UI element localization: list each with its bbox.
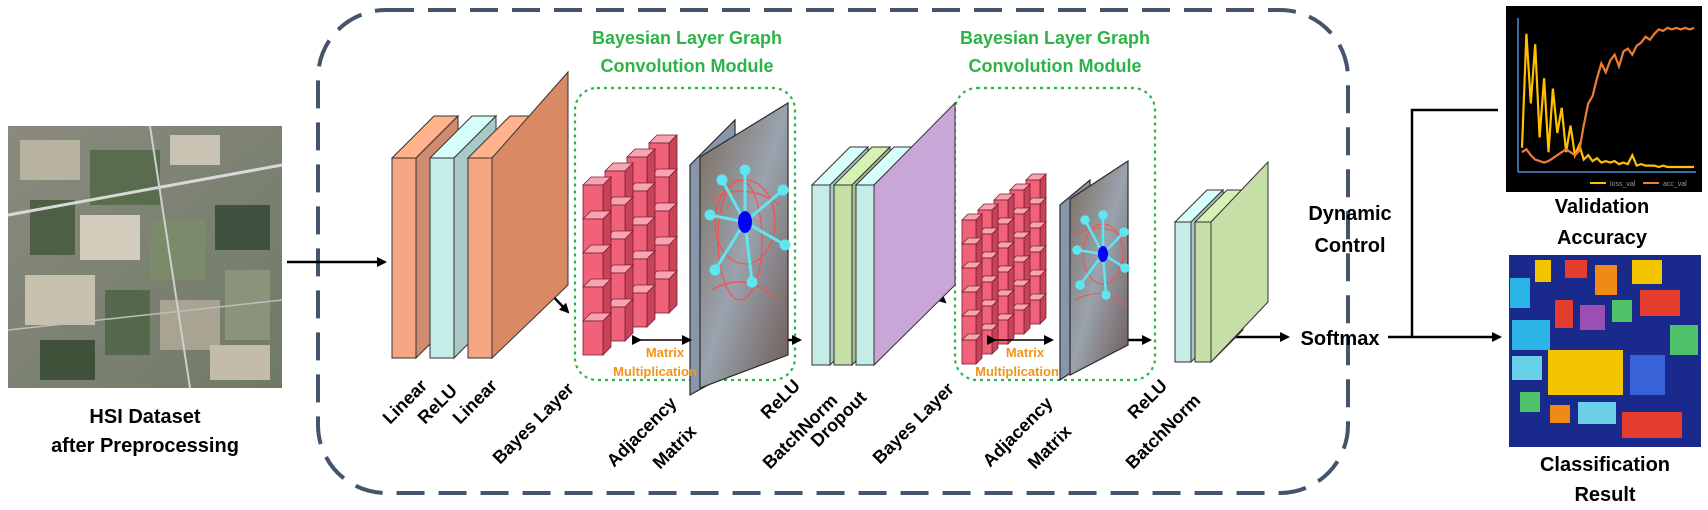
- graph-image-1: [689, 101, 791, 397]
- adjacency-matrix-2: [961, 173, 1047, 365]
- label-bayes-2: Bayes Layer: [869, 379, 958, 468]
- legend-loss: loss_val: [1610, 181, 1636, 188]
- series-line-acc_val: [1521, 26, 1695, 164]
- bayes-layer-face-1: [491, 70, 569, 360]
- input-label-line2: after Preprocessing: [51, 435, 239, 457]
- matrix-cell: [961, 285, 983, 317]
- dynamic-control-line: [1410, 108, 1498, 337]
- matrix-cell: [582, 210, 612, 254]
- dynamic-control-line1: Dynamic: [1308, 203, 1391, 225]
- mm-1-line1: Matrix: [646, 345, 685, 360]
- module-box-2: [953, 86, 1157, 382]
- mm-1-line2: Multiplication: [613, 364, 697, 379]
- series-line-loss_val: [1520, 33, 1694, 169]
- module-1-title-line1: Bayesian Layer Graph: [592, 28, 782, 48]
- softmax-label: Softmax: [1301, 328, 1380, 350]
- classification-map: [1509, 255, 1701, 447]
- matrix-cell: [582, 244, 612, 288]
- model-frame: [316, 8, 1350, 495]
- validation-label-line2: Accuracy: [1557, 227, 1648, 249]
- adjacency-matrix-1: [582, 134, 678, 356]
- module-2-title-line2: Convolution Module: [969, 56, 1142, 76]
- matrix-cell: [961, 333, 983, 365]
- module-2-title-line1: Bayesian Layer Graph: [960, 28, 1150, 48]
- graph-image-2: [1059, 159, 1130, 382]
- mm-2-line1: Matrix: [1006, 345, 1045, 360]
- label-linear-2: Linear: [449, 375, 501, 427]
- module-1-title-line2: Convolution Module: [601, 56, 774, 76]
- batchnorm-layer-2-face: [1210, 160, 1269, 364]
- module-box-1: [573, 86, 797, 382]
- input-label-line1: HSI Dataset: [89, 406, 200, 428]
- hsi-image: [7, 125, 283, 389]
- classification-label-line2: Result: [1574, 484, 1635, 506]
- validation-label-line1: Validation: [1555, 196, 1649, 218]
- label-bayes-1: Bayes Layer: [489, 379, 578, 468]
- mm-2-line2: Multiplication: [975, 364, 1059, 379]
- matrix-cell: [582, 312, 612, 356]
- layer-blocks: [390, 70, 1269, 367]
- matrix-cell: [582, 278, 612, 322]
- dropout-layer-face: [873, 101, 956, 367]
- dynamic-control-line2: Control: [1314, 235, 1385, 257]
- legend-acc: acc_val: [1663, 181, 1687, 188]
- label-relu-2: ReLU: [757, 375, 804, 422]
- classification-label-line1: Classification: [1540, 454, 1670, 476]
- validation-chart: loss_val acc_val: [1506, 6, 1702, 192]
